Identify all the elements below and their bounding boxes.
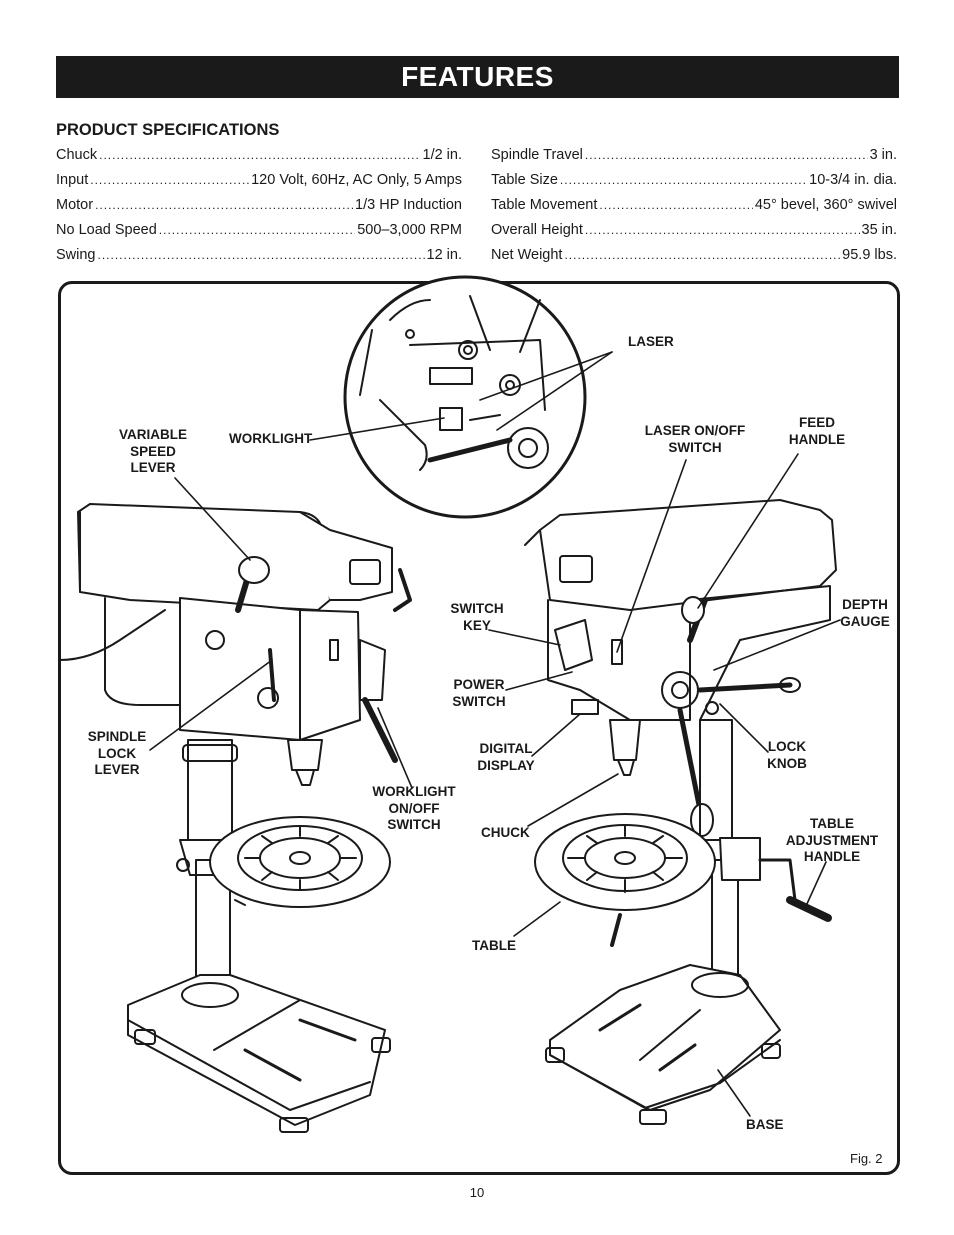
spec-label: Chuck xyxy=(56,147,98,163)
callout-base: BASE xyxy=(746,1117,784,1132)
spec-row: Swing 12 in. xyxy=(56,243,462,268)
page-title-banner: FEATURES xyxy=(56,56,899,98)
spec-value: 35 in. xyxy=(861,222,897,238)
spec-row: No Load Speed 500–3,000 RPM xyxy=(56,218,462,243)
spec-value: 500–3,000 RPM xyxy=(357,222,462,238)
spec-label: Motor xyxy=(56,197,94,213)
spec-value: 45° bevel, 360° swivel xyxy=(754,197,897,213)
spec-list-left: Chuck 1/2 in. Input 120 Volt, 60Hz, AC Onl… xyxy=(56,143,462,268)
spec-row: Table Movement 45° bevel, 360° swivel xyxy=(491,193,897,218)
callout-worklight: WORKLIGHT xyxy=(229,431,313,446)
right-drill-press xyxy=(524,499,837,1125)
spec-value: 120 Volt, 60Hz, AC Only, 5 Amps xyxy=(251,172,462,188)
spec-value: 1/2 in. xyxy=(422,147,463,163)
spec-value: 95.9 lbs. xyxy=(842,247,897,263)
spec-row: Motor 1/3 HP Induction xyxy=(56,193,462,218)
callout-chuck: CHUCK xyxy=(481,825,530,840)
spec-value: 12 in. xyxy=(426,247,462,263)
callout-table: TABLE xyxy=(472,938,516,953)
spec-label: Input xyxy=(56,172,89,188)
callout-lock-knob: LOCK KNOB xyxy=(767,739,807,771)
spec-value: 3 in. xyxy=(869,147,897,163)
callout-switch-key: SWITCH KEY xyxy=(450,601,504,633)
inset-magnifier xyxy=(343,275,587,519)
callout-depth-gauge: DEPTH GAUGE xyxy=(840,597,890,629)
spec-row: Chuck 1/2 in. xyxy=(56,143,462,168)
figure-label: Fig. 2 xyxy=(850,1151,883,1166)
spec-row: Spindle Travel 3 in. xyxy=(491,143,897,168)
spec-label: No Load Speed xyxy=(56,222,157,238)
spec-row: Net Weight 95.9 lbs. xyxy=(491,243,897,268)
spec-value: 10-3/4 in. dia. xyxy=(809,172,897,188)
spec-label: Table Movement xyxy=(491,197,598,213)
left-drill-press xyxy=(59,503,412,1133)
callout-table-adjustment-handle: TABLE ADJUSTMENT HANDLE xyxy=(785,816,879,864)
callout-worklight-switch: WORKLIGHT ON/OFF SWITCH xyxy=(372,784,456,832)
callout-leader-lines xyxy=(149,351,841,1117)
spec-list-right: Spindle Travel 3 in. Table Size 10-3/4 in.… xyxy=(491,143,897,268)
spec-label: Net Weight xyxy=(491,247,563,263)
callout-laser-switch: LASER ON/OFF SWITCH xyxy=(644,423,746,455)
callout-spindle-lock-lever: SPINDLE LOCK LEVER xyxy=(87,729,147,777)
page-title: FEATURES xyxy=(401,61,554,92)
spec-row: Overall Height 35 in. xyxy=(491,218,897,243)
spec-label: Spindle Travel xyxy=(491,147,583,163)
spec-heading: PRODUCT SPECIFICATIONS xyxy=(56,121,280,139)
page-number: 10 xyxy=(469,1185,485,1200)
callout-power-switch: POWER SWITCH xyxy=(452,677,506,709)
spec-row: Input 120 Volt, 60Hz, AC Only, 5 Amps xyxy=(56,168,462,193)
spec-label: Swing xyxy=(56,247,96,263)
spec-label: Table Size xyxy=(491,172,558,188)
callout-digital-display: DIGITAL DISPLAY xyxy=(477,741,535,773)
spec-row: Table Size 10-3/4 in. dia. xyxy=(491,168,897,193)
callout-feed-handle: FEED HANDLE xyxy=(788,415,846,447)
spec-value: 1/3 HP Induction xyxy=(355,197,462,213)
callout-variable-speed-lever: VARIABLE SPEED LEVER xyxy=(118,427,187,475)
spec-label: Overall Height xyxy=(491,222,583,238)
callout-laser: LASER xyxy=(628,334,674,349)
